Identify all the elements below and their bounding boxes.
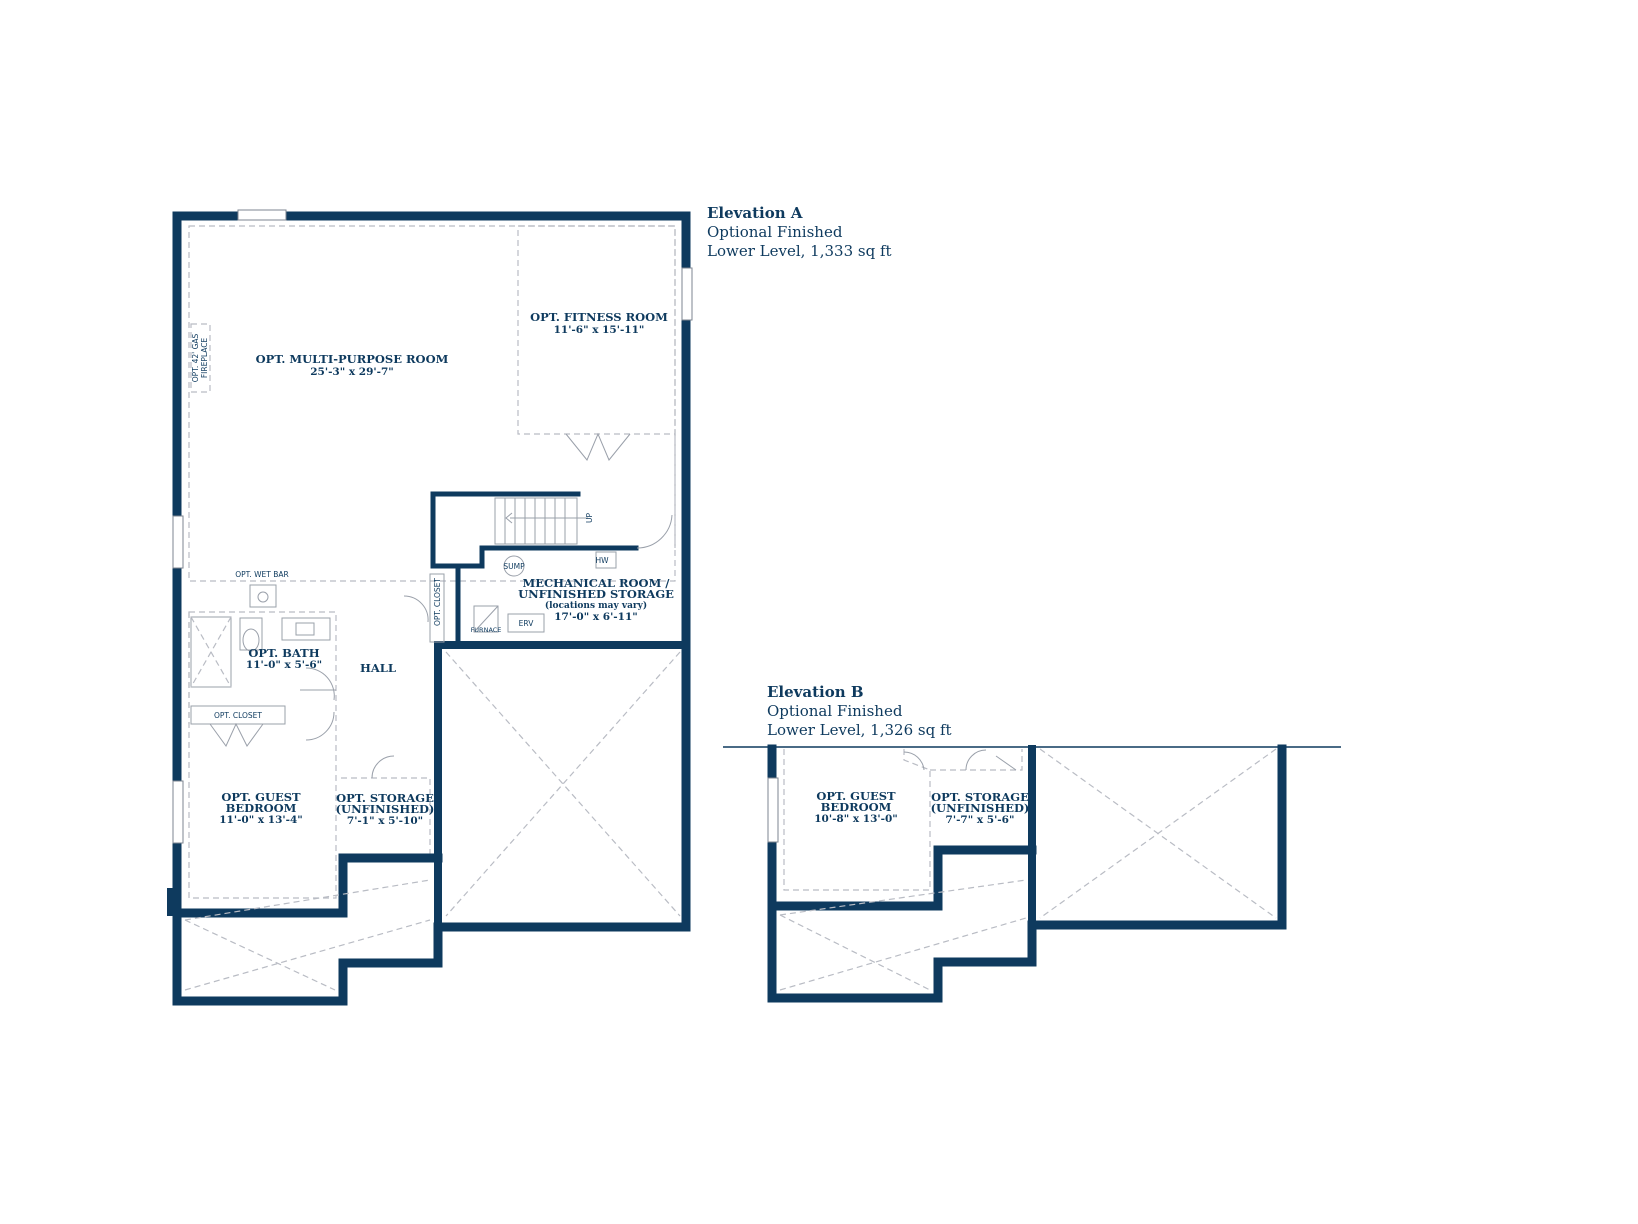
a-wet-bar bbox=[249, 584, 277, 608]
b-storage-name1: OPT. STORAGE bbox=[931, 790, 1029, 804]
a-fireplace bbox=[190, 323, 211, 393]
a-bedroom-closet bbox=[190, 705, 286, 747]
bath-name: OPT. BATH bbox=[248, 646, 319, 660]
storage-dims: 7'-1" x 5'-10" bbox=[347, 815, 423, 827]
multipurpose-room-dims: 25'-3" x 29'-7" bbox=[310, 366, 394, 378]
fitness-room-dims: 11'-6" x 15'-11" bbox=[554, 324, 645, 336]
elevation-a-caption: Elevation A Optional Finished Lower Leve… bbox=[707, 204, 892, 261]
b-walls bbox=[767, 744, 1287, 1003]
a-mechanical-equipment bbox=[473, 551, 617, 633]
wet-bar-label: OPT. WET BAR bbox=[235, 570, 289, 579]
elevation-a-plan: OPT. MULTI-PURPOSE ROOM 25'-3" x 29'-7" … bbox=[167, 209, 693, 1006]
a-small-labels: OPT. 42' GAS FIREPLACE OPT. WET BAR OPT.… bbox=[191, 333, 609, 720]
elevation-b-title: Elevation B bbox=[767, 683, 864, 701]
elevation-a-line2: Lower Level, 1,333 sq ft bbox=[707, 242, 892, 260]
hw-label: HW bbox=[595, 556, 609, 565]
hall-name: HALL bbox=[360, 661, 396, 675]
bedroom-closet-label: OPT. CLOSET bbox=[214, 711, 262, 720]
sump-label: SUMP bbox=[503, 562, 525, 571]
guest-bedroom-dims: 11'-0" x 13'-4" bbox=[219, 814, 303, 826]
storage-name1: OPT. STORAGE bbox=[336, 791, 434, 805]
guest-bedroom-name1: OPT. GUEST bbox=[221, 790, 301, 804]
a-dashed-outlines bbox=[188, 225, 676, 899]
bath-dims: 11'-0" x 5'-6" bbox=[246, 659, 322, 671]
b-guest-bedroom-name1: OPT. GUEST bbox=[816, 789, 896, 803]
a-hall-doors bbox=[300, 595, 429, 779]
erv-label: ERV bbox=[519, 619, 535, 628]
a-bath-fixtures bbox=[190, 616, 331, 688]
stairs-up-label: UP bbox=[585, 513, 594, 523]
b-storage-dims: 7'-7" x 5'-6" bbox=[946, 814, 1015, 826]
b-window bbox=[767, 777, 779, 843]
a-stairs bbox=[494, 497, 588, 545]
a-hall-closet bbox=[429, 573, 445, 643]
elevation-b-line2: Lower Level, 1,326 sq ft bbox=[767, 721, 952, 739]
b-dashed-outlines bbox=[783, 749, 1023, 891]
elevation-b-line1: Optional Finished bbox=[767, 702, 903, 720]
b-guest-bedroom-dims: 10'-8" x 13'-0" bbox=[814, 813, 898, 825]
fitness-room-name: OPT. FITNESS ROOM bbox=[530, 310, 668, 324]
fireplace-label-2: FIREPLACE bbox=[200, 338, 209, 379]
a-fitness-doors bbox=[565, 432, 673, 549]
a-walls bbox=[167, 211, 691, 1006]
mechanical-room-name2: UNFINISHED STORAGE bbox=[518, 587, 674, 601]
b-storage-name2: (UNFINISHED) bbox=[931, 801, 1030, 815]
a-unexcavated-marks bbox=[184, 651, 681, 991]
guest-bedroom-name2: BEDROOM bbox=[226, 801, 297, 815]
fireplace-label-1: OPT. 42' GAS bbox=[191, 333, 200, 382]
elevation-a-line1: Optional Finished bbox=[707, 223, 843, 241]
b-guest-bedroom-name2: BEDROOM bbox=[821, 800, 892, 814]
mechanical-room-dims: 17'-0" x 6'-11" bbox=[554, 611, 638, 623]
mechanical-room-name1: MECHANICAL ROOM / bbox=[522, 576, 670, 590]
elevation-b-plan: OPT. GUEST BEDROOM 10'-8" x 13'-0" OPT. … bbox=[723, 744, 1341, 1003]
b-room-labels: OPT. GUEST BEDROOM 10'-8" x 13'-0" OPT. … bbox=[814, 789, 1029, 826]
furnace-label: FURNACE bbox=[471, 626, 502, 634]
multipurpose-room-name: OPT. MULTI-PURPOSE ROOM bbox=[256, 352, 449, 366]
elevation-b-caption: Elevation B Optional Finished Lower Leve… bbox=[767, 683, 952, 740]
storage-name2: (UNFINISHED) bbox=[336, 802, 435, 816]
mechanical-room-note: (locations may vary) bbox=[545, 600, 647, 611]
a-windows bbox=[172, 209, 693, 844]
elevation-a-title: Elevation A bbox=[707, 204, 803, 222]
b-unexcavated-marks bbox=[779, 748, 1277, 991]
a-room-labels: OPT. MULTI-PURPOSE ROOM 25'-3" x 29'-7" … bbox=[219, 310, 674, 827]
b-doors bbox=[903, 749, 1017, 771]
hall-closet-label: OPT. CLOSET bbox=[433, 578, 442, 626]
